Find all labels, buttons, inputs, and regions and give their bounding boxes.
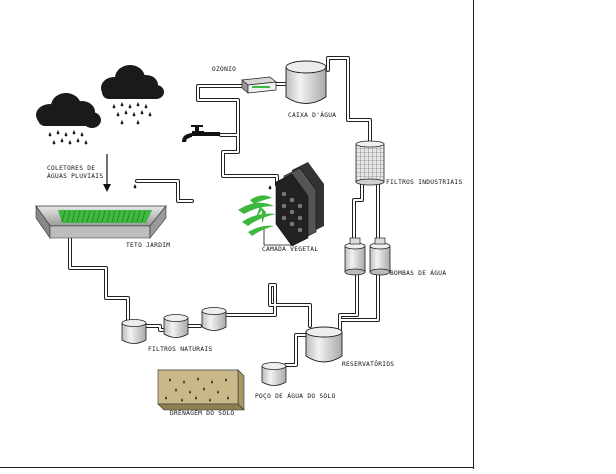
natural-filter-tank (201, 307, 227, 331)
label-coletores-line1: COLETORES DE (47, 165, 96, 172)
natural-filter-tank (121, 319, 147, 344)
label-filtros-naturais: FILTROS NATURAIS (148, 346, 213, 353)
label-camada-vegetal: CAMADA VEGETAL (262, 246, 319, 253)
rain-cloud-icon (36, 93, 101, 145)
roof-garden-tray (35, 205, 167, 239)
water-tank (285, 60, 327, 104)
label-poco-de-agua: POÇO DE ÁGUA DO SOLO (255, 393, 336, 400)
reservoir-tank (305, 326, 343, 363)
label-drenagem-do-solo: DRENAGEM DO SOLO (170, 410, 235, 417)
soil-drainage-block (157, 369, 245, 411)
frame-border-bottom (0, 467, 474, 468)
natural-filter-tank (163, 314, 189, 338)
label-teto-jardim: TETO JARDIM (126, 242, 171, 249)
label-caixa-dagua: CAIXA D'ÁGUA (288, 112, 337, 119)
label-reservatorios: RESERVATÓRIOS (342, 361, 395, 368)
ozone-generator (241, 76, 277, 94)
label-bombas-de-agua: BOMBAS DE ÁGUA (390, 270, 447, 277)
soil-well-tank (261, 362, 287, 386)
down-arrow-icon (103, 154, 111, 192)
fern-plant-icon (238, 195, 276, 236)
pipe-network (68, 56, 380, 367)
label-coletores-line2: ÁGUAS PLUVIAIS (47, 173, 104, 180)
water-pump (369, 237, 391, 276)
water-tap-icon (182, 125, 220, 142)
water-drop-icon (133, 184, 272, 190)
label-ozonio: OZONIO (212, 66, 237, 73)
vegetation-panel (263, 162, 324, 247)
frame-border-right (473, 0, 474, 469)
water-pump (344, 237, 366, 276)
label-filtros-industriais: FILTROS INDUSTRIAIS (386, 179, 463, 186)
industrial-filter (355, 140, 385, 186)
rain-cloud-icon (101, 65, 164, 125)
